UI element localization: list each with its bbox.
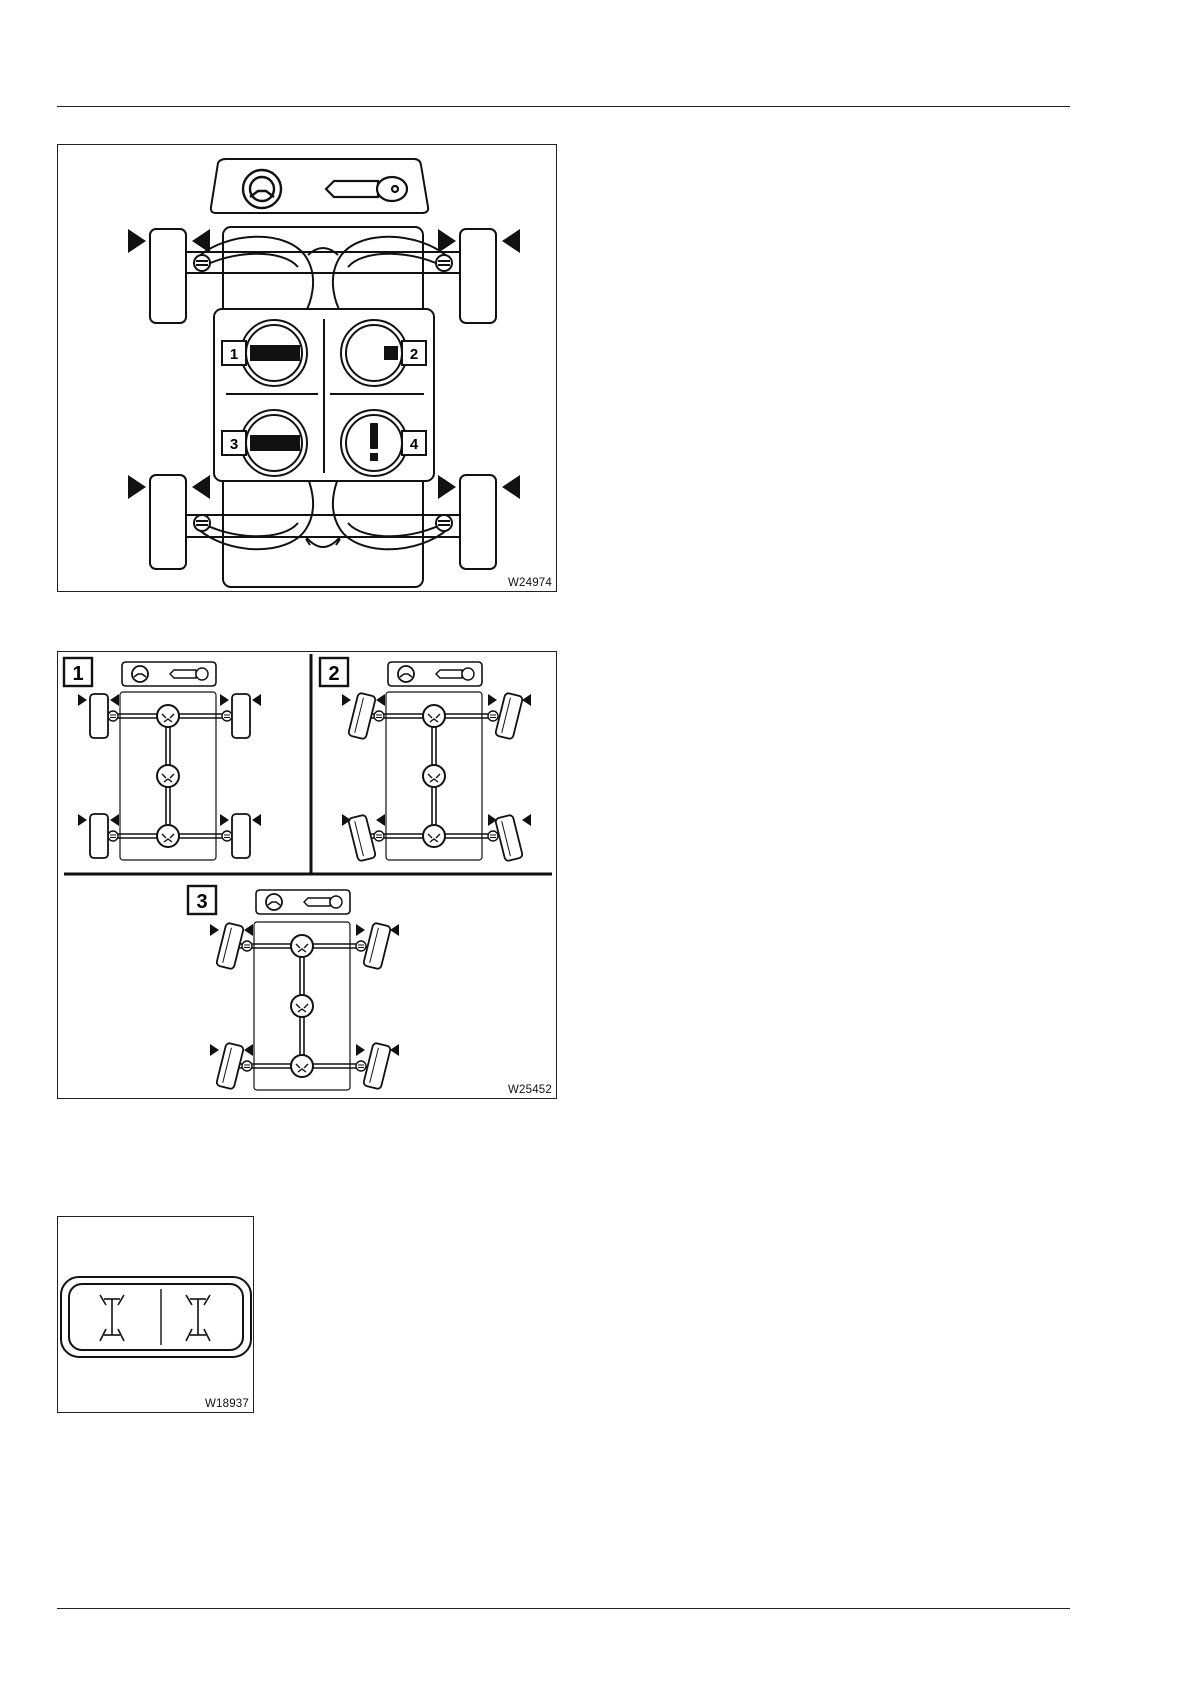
- panel-label-3: 3: [196, 891, 207, 913]
- warning-exclamation-icon: [370, 423, 378, 461]
- callout-4: 4: [410, 436, 419, 453]
- panel-label-2: 2: [328, 663, 339, 685]
- callout-1: 1: [230, 346, 238, 363]
- callout-3: 3: [230, 436, 238, 453]
- figure-axle-lock-button: W18937: [57, 1216, 254, 1413]
- panel-label-1: 1: [72, 663, 83, 685]
- lamp-3-bar: [250, 435, 300, 451]
- lamp-2-bar: [384, 346, 398, 360]
- program-panel-3: [188, 886, 399, 1090]
- lamp-1-bar: [250, 345, 300, 361]
- figure-steering-indicator: 1 2 3 4 W24974: [57, 144, 557, 592]
- steering-indicator-diagram: 1 2 3 4: [58, 145, 558, 593]
- footer-rule: [57, 1608, 1070, 1609]
- figure-code: W25452: [508, 1084, 552, 1096]
- key-icon: [326, 177, 407, 201]
- figure-code: W24974: [508, 577, 552, 589]
- callout-2: 2: [410, 346, 418, 363]
- axle-lock-button-diagram: [58, 1217, 255, 1414]
- figure-code: W18937: [205, 1398, 249, 1410]
- steering-programs-diagram: 1 2: [58, 652, 558, 1100]
- button-face: [69, 1284, 243, 1350]
- header-rule: [57, 106, 1070, 107]
- figure-steering-programs: 1 2: [57, 651, 557, 1099]
- program-panel-1: [64, 658, 261, 860]
- program-panel-2: [320, 658, 531, 862]
